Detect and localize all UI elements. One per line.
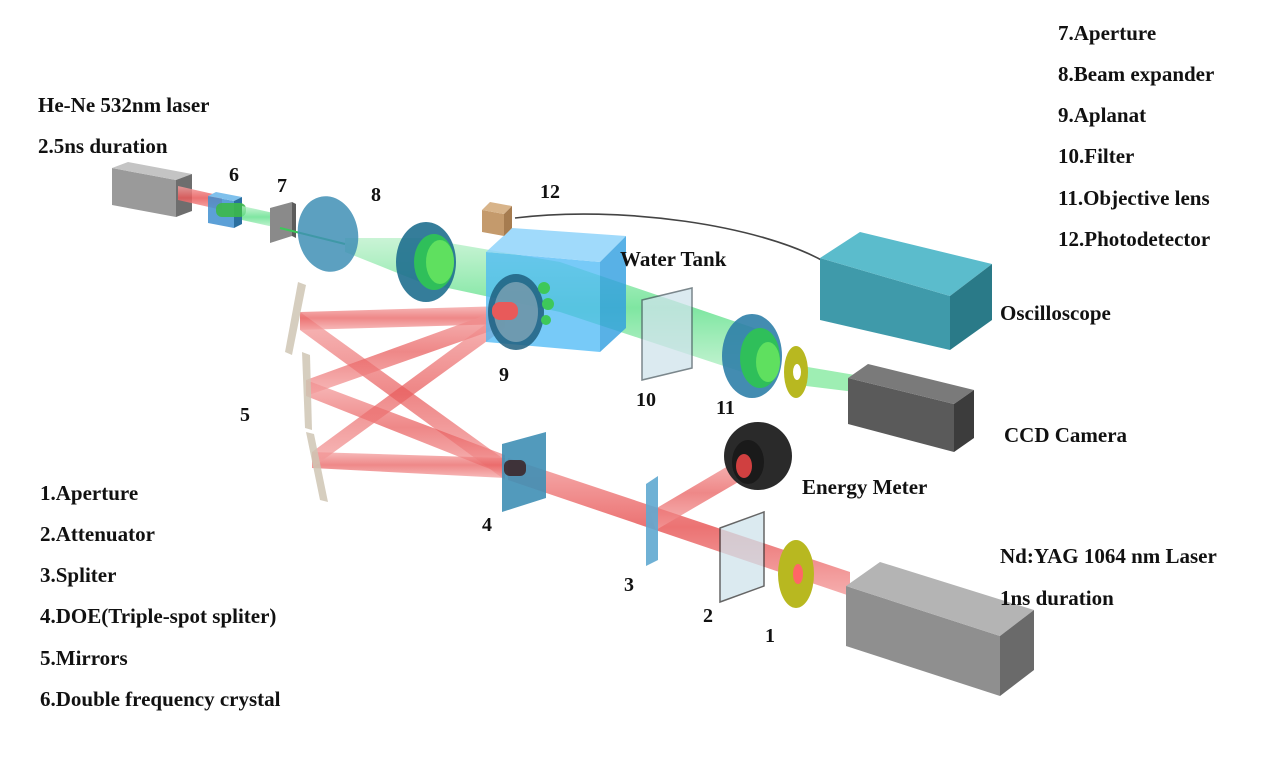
energy-meter-label: Energy Meter — [802, 475, 928, 499]
component-number-3: 3 — [624, 574, 634, 596]
legend-right-item: 11.Objective lens — [1058, 186, 1210, 210]
legend-right-item: 12.Photodetector — [1058, 227, 1211, 251]
ccd-camera-label: CCD Camera — [1004, 423, 1128, 447]
component-number-11: 11 — [716, 397, 735, 419]
component-number-4: 4 — [482, 514, 492, 536]
beam-splitter — [646, 476, 658, 566]
objective-lens — [722, 314, 782, 398]
green-beam-short — [242, 206, 278, 228]
legend-left-item: 1.Aperture — [40, 481, 139, 505]
ccd-camera-body — [848, 364, 974, 452]
legend-left-item: 2.Attenuator — [40, 522, 155, 546]
water-tank-label: Water Tank — [620, 247, 727, 271]
legend-right-item: 7.Aperture — [1058, 21, 1157, 45]
legend-right-item: 10.Filter — [1058, 144, 1135, 168]
component-number-2: 2 — [703, 605, 713, 627]
component-number-6: 6 — [229, 164, 239, 186]
legend-left-item: 4.DOE(Triple-spot spliter) — [40, 604, 277, 628]
beam-expander-disc — [297, 196, 359, 272]
photodetector — [482, 202, 512, 236]
component-number-1: 1 — [765, 625, 775, 647]
aperture-7 — [270, 202, 296, 243]
legend-left-item: 6.Double frequency crystal — [40, 687, 281, 711]
legend-right-item: 9.Aplanat — [1058, 103, 1147, 127]
aplanat-lens — [488, 274, 554, 350]
doe-splitter — [502, 432, 546, 512]
attenuator-plate — [719, 510, 765, 604]
he-ne-laser-body — [112, 162, 192, 217]
legend-right-item: 8.Beam expander — [1058, 62, 1215, 86]
component-number-8: 8 — [371, 184, 381, 206]
ndyag-duration-label: 1ns duration — [1000, 586, 1114, 610]
legend-left-item: 3.Spliter — [40, 563, 117, 587]
component-number-5: 5 — [240, 404, 250, 426]
he-ne-duration-label: 2.5ns duration — [38, 134, 168, 158]
component-number-12: 12 — [540, 181, 560, 203]
filter-plate — [641, 287, 693, 381]
energy-meter-body — [724, 422, 792, 490]
he-ne-laser-label: He-Ne 532nm laser — [38, 93, 210, 117]
legend-left-item: 5.Mirrors — [40, 646, 128, 670]
component-number-7: 7 — [277, 175, 287, 197]
ndyag-laser-label: Nd:YAG 1064 nm Laser — [1000, 544, 1217, 568]
component-number-9: 9 — [499, 364, 509, 386]
mirrors — [285, 282, 328, 502]
component-number-10: 10 — [636, 389, 656, 411]
double-frequency-crystal — [208, 192, 246, 228]
ndyag-laser-body — [846, 562, 1034, 696]
aperture-ccd — [784, 346, 808, 398]
beam-expander-lens — [396, 222, 456, 302]
oscilloscope-label: Oscilloscope — [1000, 301, 1111, 325]
signal-cable — [514, 213, 826, 263]
aperture-1 — [778, 540, 814, 608]
oscilloscope-body — [820, 232, 992, 350]
